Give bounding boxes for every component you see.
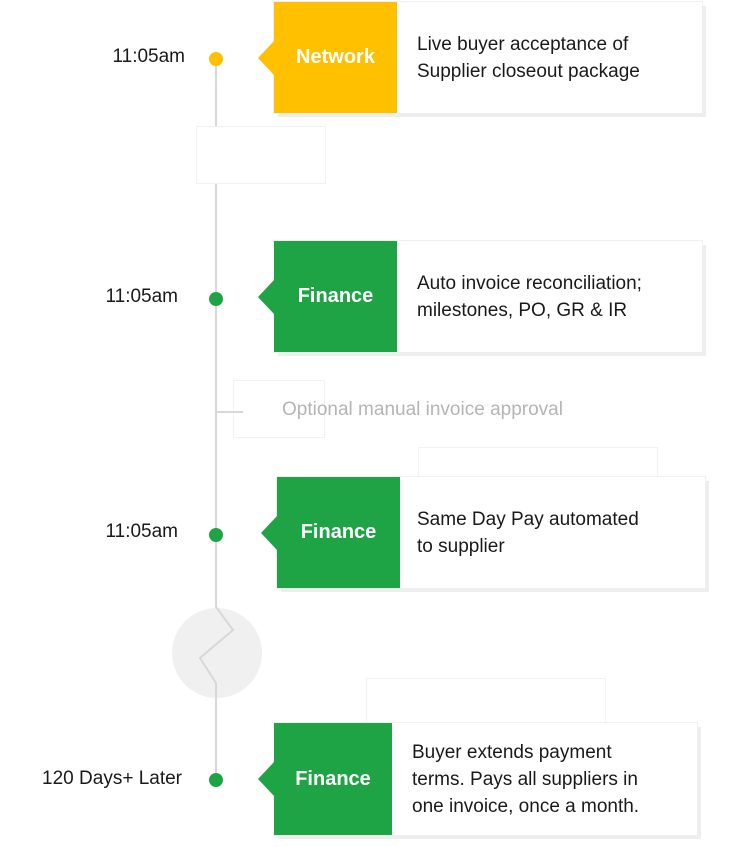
desc-line: milestones, PO, GR & IR	[417, 299, 628, 321]
desc-line: to supplier	[417, 535, 505, 557]
timeline-dot-finance	[209, 528, 223, 542]
step-card-finance: Finance Same Day Pay automated to suppli…	[261, 477, 705, 588]
optional-step-label: Optional manual invoice approval	[282, 399, 563, 420]
timeline-line-top	[215, 58, 217, 603]
ghost-box	[418, 447, 658, 479]
step-description: Buyer extends payment terms. Pays all su…	[412, 723, 697, 835]
ghost-box	[233, 380, 325, 438]
step-card-finance: Finance Buyer extends payment terms. Pay…	[258, 723, 697, 835]
desc-line: Same Day Pay automated	[417, 508, 639, 530]
step-time: 11:05am	[112, 46, 185, 67]
desc-line: Supplier closeout package	[417, 60, 640, 82]
step-time: 120 Days+ Later	[42, 768, 182, 789]
pointer-arrow	[258, 762, 274, 796]
tag-finance: Finance	[258, 241, 397, 352]
step-card-finance: Finance Auto invoice reconciliation; mil…	[258, 241, 702, 352]
step-time: 11:05am	[105, 521, 178, 542]
tag-label: Network	[296, 46, 375, 68]
desc-line: one invoice, once a month.	[412, 795, 640, 817]
desc-line: terms. Pays all suppliers in	[412, 768, 638, 790]
ghost-box	[196, 126, 326, 184]
timeline-line-bottom	[215, 700, 217, 780]
timeline-dot-finance	[209, 773, 223, 787]
tag-network: Network	[258, 2, 397, 113]
desc-line: Buyer extends payment	[412, 741, 612, 763]
pointer-arrow	[258, 40, 274, 75]
step-card-network: Network Live buyer acceptance of Supplie…	[258, 2, 702, 113]
tag-label: Finance	[297, 285, 374, 307]
pointer-arrow	[261, 515, 277, 550]
step-description: Auto invoice reconciliation; milestones,…	[417, 241, 702, 352]
tag-label: Finance	[300, 521, 377, 543]
step-description: Same Day Pay automated to supplier	[417, 477, 705, 588]
tag-finance: Finance	[258, 723, 392, 835]
timeline-dot-network	[209, 52, 223, 66]
ghost-box	[366, 678, 606, 724]
desc-line: Auto invoice reconciliation;	[417, 272, 642, 294]
optional-branch-connector	[217, 411, 243, 413]
pointer-arrow	[258, 279, 274, 314]
timeline-dot-finance	[209, 292, 223, 306]
tag-label: Finance	[295, 767, 371, 790]
desc-line: Live buyer acceptance of	[417, 33, 629, 55]
step-description: Live buyer acceptance of Supplier closeo…	[417, 2, 702, 113]
step-time: 11:05am	[105, 286, 178, 307]
tag-finance: Finance	[261, 477, 400, 588]
